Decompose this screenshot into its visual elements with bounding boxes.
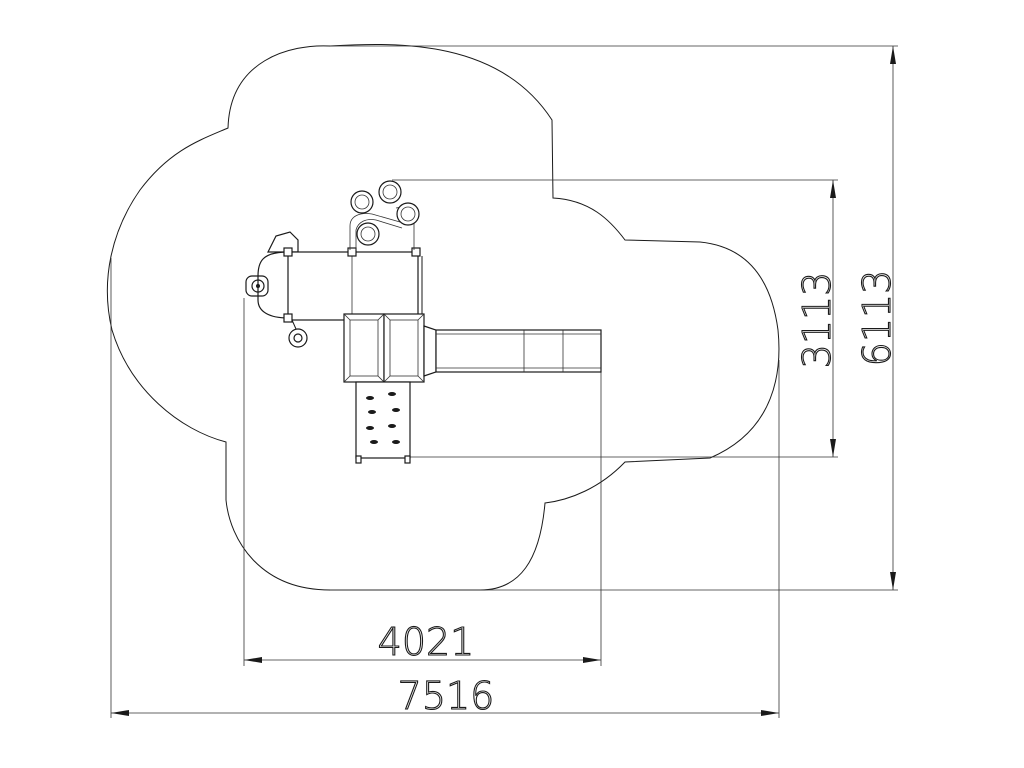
- left-railing: [257, 251, 289, 319]
- arrow-6113-bottom: [890, 572, 896, 590]
- playground-equipment: [245, 180, 602, 464]
- safety-zone-outline: [106, 44, 780, 591]
- arrow-3113-bottom: [830, 439, 836, 457]
- arrow-6113-top: [890, 46, 896, 64]
- wheel-panel: [245, 275, 269, 297]
- slide: [423, 325, 602, 377]
- tower-right: [383, 313, 425, 383]
- dim-label-4021: 4021: [378, 620, 475, 664]
- dim-label-6113: 6113: [855, 270, 899, 367]
- telescope: [288, 319, 308, 348]
- tower-left: [343, 313, 385, 383]
- arrow-7516-right: [761, 710, 779, 716]
- arrow-3113-top: [830, 180, 836, 198]
- arrow-4021-right: [583, 657, 601, 663]
- dim-label-3113: 3113: [795, 272, 839, 369]
- platform-roof: [267, 231, 299, 253]
- arrow-7516-left: [111, 710, 129, 716]
- dim-label-7516: 7516: [398, 674, 495, 718]
- stepping-stumps: [349, 180, 420, 250]
- main-deck: [287, 251, 419, 321]
- climbing-wall: [355, 381, 411, 464]
- arrow-4021-left: [244, 657, 262, 663]
